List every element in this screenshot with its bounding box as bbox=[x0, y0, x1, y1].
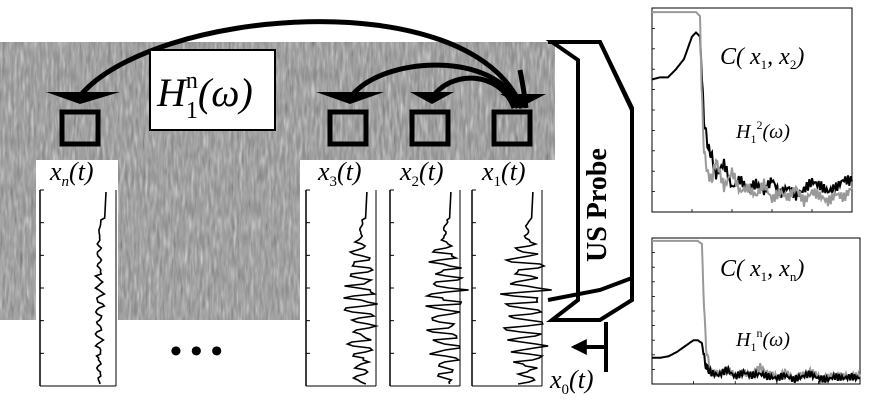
arrow-head-x2 bbox=[410, 92, 454, 104]
trace-plot-x1 bbox=[471, 189, 552, 387]
arrow-to-xn bbox=[78, 19, 525, 109]
coherence-chart-bottom bbox=[651, 237, 861, 385]
chart-frame bbox=[651, 7, 853, 213]
sample-box-x2 bbox=[409, 109, 451, 147]
sample-box-x3 bbox=[327, 109, 369, 147]
series-line-1 bbox=[652, 11, 853, 207]
trace-signal-x1 bbox=[500, 191, 552, 385]
trace-label-x2: x2(t) bbox=[399, 157, 444, 190]
chart-labels-top: C( x1, x2) H12(ω) bbox=[720, 44, 804, 146]
chart-frame bbox=[651, 237, 861, 385]
arrow-heads bbox=[46, 92, 546, 106]
trace-signal-xn bbox=[93, 191, 107, 385]
trace-label-xn: xn(t) bbox=[49, 157, 94, 190]
trace-plot-xn bbox=[39, 189, 117, 387]
ellipsis: • • • bbox=[170, 333, 223, 370]
arrow-to-x3 bbox=[347, 62, 521, 109]
trace-label-x1: x1(t) bbox=[481, 157, 526, 190]
arrow-head-x1 bbox=[500, 94, 546, 106]
probe-label: US Probe bbox=[582, 148, 613, 262]
sample-boxes bbox=[59, 109, 533, 147]
us-probe: US Probe bbox=[545, 40, 634, 322]
trace-plots bbox=[39, 189, 552, 387]
source-signal: x0(t) bbox=[549, 322, 608, 398]
trace-labels: xn(t) x3(t) x2(t) x1(t) bbox=[49, 157, 526, 190]
trace-panel-group bbox=[300, 160, 555, 390]
coherence-chart-top bbox=[651, 7, 853, 213]
arrow-head-xn bbox=[46, 92, 120, 104]
trace-signal-x2 bbox=[424, 191, 469, 385]
series-line-1 bbox=[652, 339, 861, 385]
arrow-head-x3 bbox=[316, 92, 384, 104]
source-label: x0(t) bbox=[549, 365, 594, 398]
trace-plot-x2 bbox=[389, 189, 469, 387]
chart-bottom-label-h: H1n(ω) bbox=[735, 326, 790, 354]
chart-top-label-h: H12(ω) bbox=[735, 118, 790, 146]
svg-text:Hn1(ω): Hn1(ω) bbox=[156, 68, 253, 124]
trace-plot-x3 bbox=[305, 189, 380, 387]
trace-signal-x3 bbox=[343, 191, 380, 385]
sample-box-x1 bbox=[491, 109, 533, 147]
sample-box-xn bbox=[59, 109, 101, 147]
chart-top-label-c: C( x1, x2) bbox=[720, 44, 804, 72]
chart-bottom-label-c: C( x1, xn) bbox=[720, 256, 804, 284]
chart-labels-bottom: C( x1, xn) H1n(ω) bbox=[720, 256, 804, 354]
trace-label-x3: x3(t) bbox=[317, 157, 362, 190]
trace-panel-xn bbox=[36, 160, 118, 390]
